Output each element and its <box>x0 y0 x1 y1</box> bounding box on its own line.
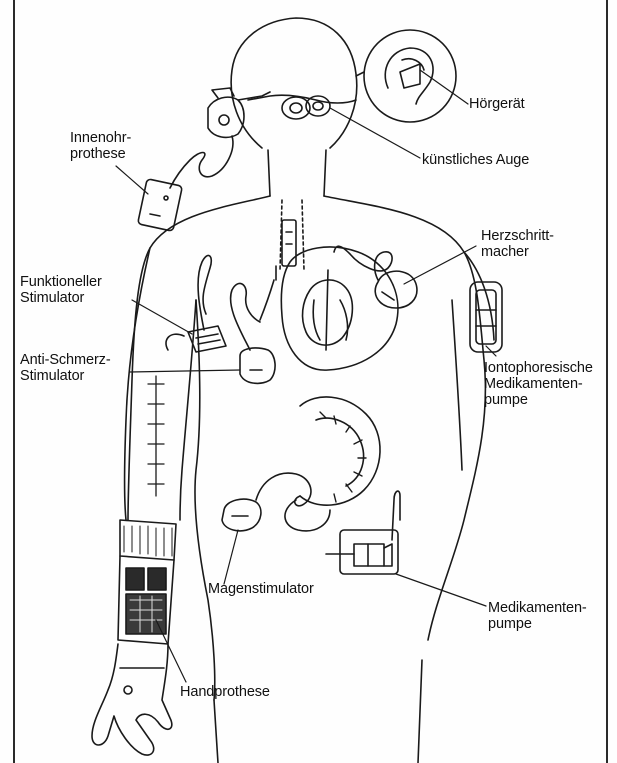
leader-medikamenten <box>396 574 486 606</box>
prosthetic-hand <box>92 644 172 755</box>
leader-innenohr <box>116 166 148 194</box>
stomach-sutures <box>320 412 366 502</box>
label-anti-schmerz-stimulator: Anti-Schmerz- Stimulator <box>20 352 111 384</box>
leader-ionto <box>486 346 496 356</box>
ear-detail <box>385 48 433 104</box>
label-magenstimulator: Magenstimulator <box>208 581 314 597</box>
glasses-frame <box>248 95 356 103</box>
gastric-stimulator <box>222 499 261 531</box>
leader-magen <box>224 530 238 584</box>
heart-outline <box>281 247 398 370</box>
leader-herzschritt <box>404 246 476 284</box>
leader-funktioneller <box>132 300 192 334</box>
leg-right <box>418 660 422 763</box>
ear-cable <box>170 136 233 188</box>
head-outline <box>231 18 357 148</box>
label-handprothese: Handprothese <box>180 684 270 700</box>
label-innenohrprothese: Innenohr- prothese <box>70 130 131 162</box>
label-iontophoresische-pumpe: Iontophoresische Medikamenten- pumpe <box>484 360 593 408</box>
torso-left-lower <box>195 300 215 700</box>
drug-pump <box>354 544 384 566</box>
label-hoergeraet: Hörgerät <box>469 96 525 112</box>
anti-pain-stimulator <box>240 348 275 383</box>
right-arm-inner <box>452 300 462 470</box>
label-funktioneller-stimulator: Funktioneller Stimulator <box>20 274 102 306</box>
label-medikamentenpumpe: Medikamenten- pumpe <box>488 600 587 632</box>
neck-outline <box>268 150 326 196</box>
spinal-stimulator <box>282 220 296 266</box>
leader-antischmerz <box>130 370 240 372</box>
stomach <box>300 397 380 505</box>
label-kuenstliches-auge: künstliches Auge <box>422 152 529 168</box>
pacemaker <box>375 271 417 308</box>
arm-sutures <box>148 376 164 496</box>
ear-processor <box>138 179 183 231</box>
leg-left <box>214 700 218 763</box>
hearing-aid-callout <box>364 30 456 122</box>
leader-handprothese <box>156 620 186 682</box>
drug-pump-box <box>340 530 398 574</box>
label-herzschrittmacher: Herzschritt- macher <box>481 228 554 260</box>
